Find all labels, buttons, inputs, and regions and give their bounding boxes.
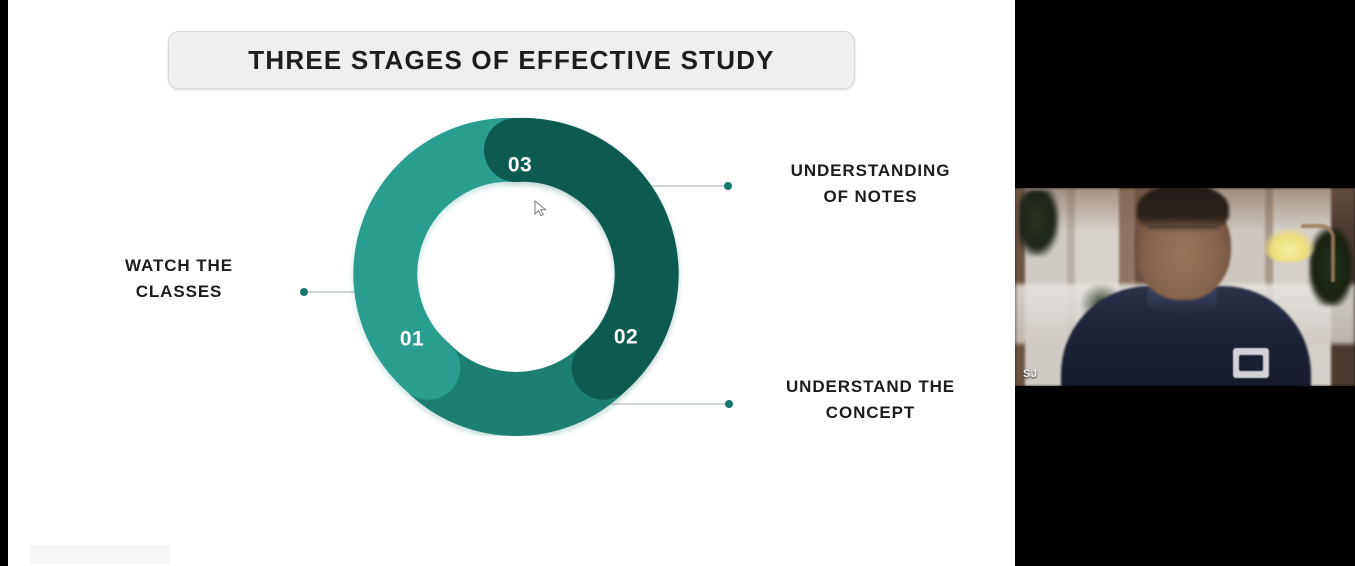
donut-number-02: 02 xyxy=(614,326,638,349)
callout-concept-line1: UNDERSTAND THE xyxy=(785,377,956,396)
callout-notes-line1: UNDERSTANDING xyxy=(790,161,951,180)
connector-line-notes xyxy=(643,185,729,187)
donut-number-01: 01 xyxy=(400,328,424,351)
arrow-cursor-icon xyxy=(534,199,548,218)
plant-left-decor xyxy=(1019,190,1059,256)
lamp-glow-decor xyxy=(1263,228,1315,262)
donut-chart: 03 01 02 xyxy=(348,112,684,436)
donut-number-03: 03 xyxy=(508,154,532,177)
donut-segment-03 xyxy=(484,117,679,400)
participant-name-badge: SJ xyxy=(1023,368,1038,380)
connector-line-watch xyxy=(304,291,370,293)
glasses-icon xyxy=(1147,226,1219,241)
connector-dot-notes xyxy=(724,182,732,190)
callout-concept-line2: CONCEPT xyxy=(825,403,916,423)
lamp-arm-decor xyxy=(1301,224,1335,282)
left-black-rail xyxy=(0,0,8,566)
participant-video-tile[interactable]: SJ xyxy=(1015,188,1355,386)
participant-hair xyxy=(1137,188,1229,232)
callout-label-understanding-of-notes: UNDERSTANDING OF NOTES xyxy=(753,158,988,211)
slide-bottom-artifact xyxy=(30,545,170,564)
connector-line-concept xyxy=(588,403,730,405)
callout-watch-line1: WATCH THE xyxy=(125,256,233,275)
shared-slide: THREE STAGES OF EFFECTIVE STUDY xyxy=(8,0,1015,566)
connector-dot-watch xyxy=(300,288,308,296)
video-panel[interactable]: SJ xyxy=(1015,0,1355,566)
donut-segment-01 xyxy=(353,117,548,400)
callout-notes-line2: OF NOTES xyxy=(823,187,918,207)
shirt-logo xyxy=(1233,348,1269,378)
callout-label-watch-the-classes: WATCH THE CLASSES xyxy=(74,253,284,306)
connector-dot-concept xyxy=(725,400,733,408)
slide-title: THREE STAGES OF EFFECTIVE STUDY xyxy=(248,44,775,75)
slide-title-box: THREE STAGES OF EFFECTIVE STUDY xyxy=(168,31,855,89)
callout-watch-line2: CLASSES xyxy=(135,282,223,302)
callout-label-understand-the-concept: UNDERSTAND THE CONCEPT xyxy=(753,374,988,427)
